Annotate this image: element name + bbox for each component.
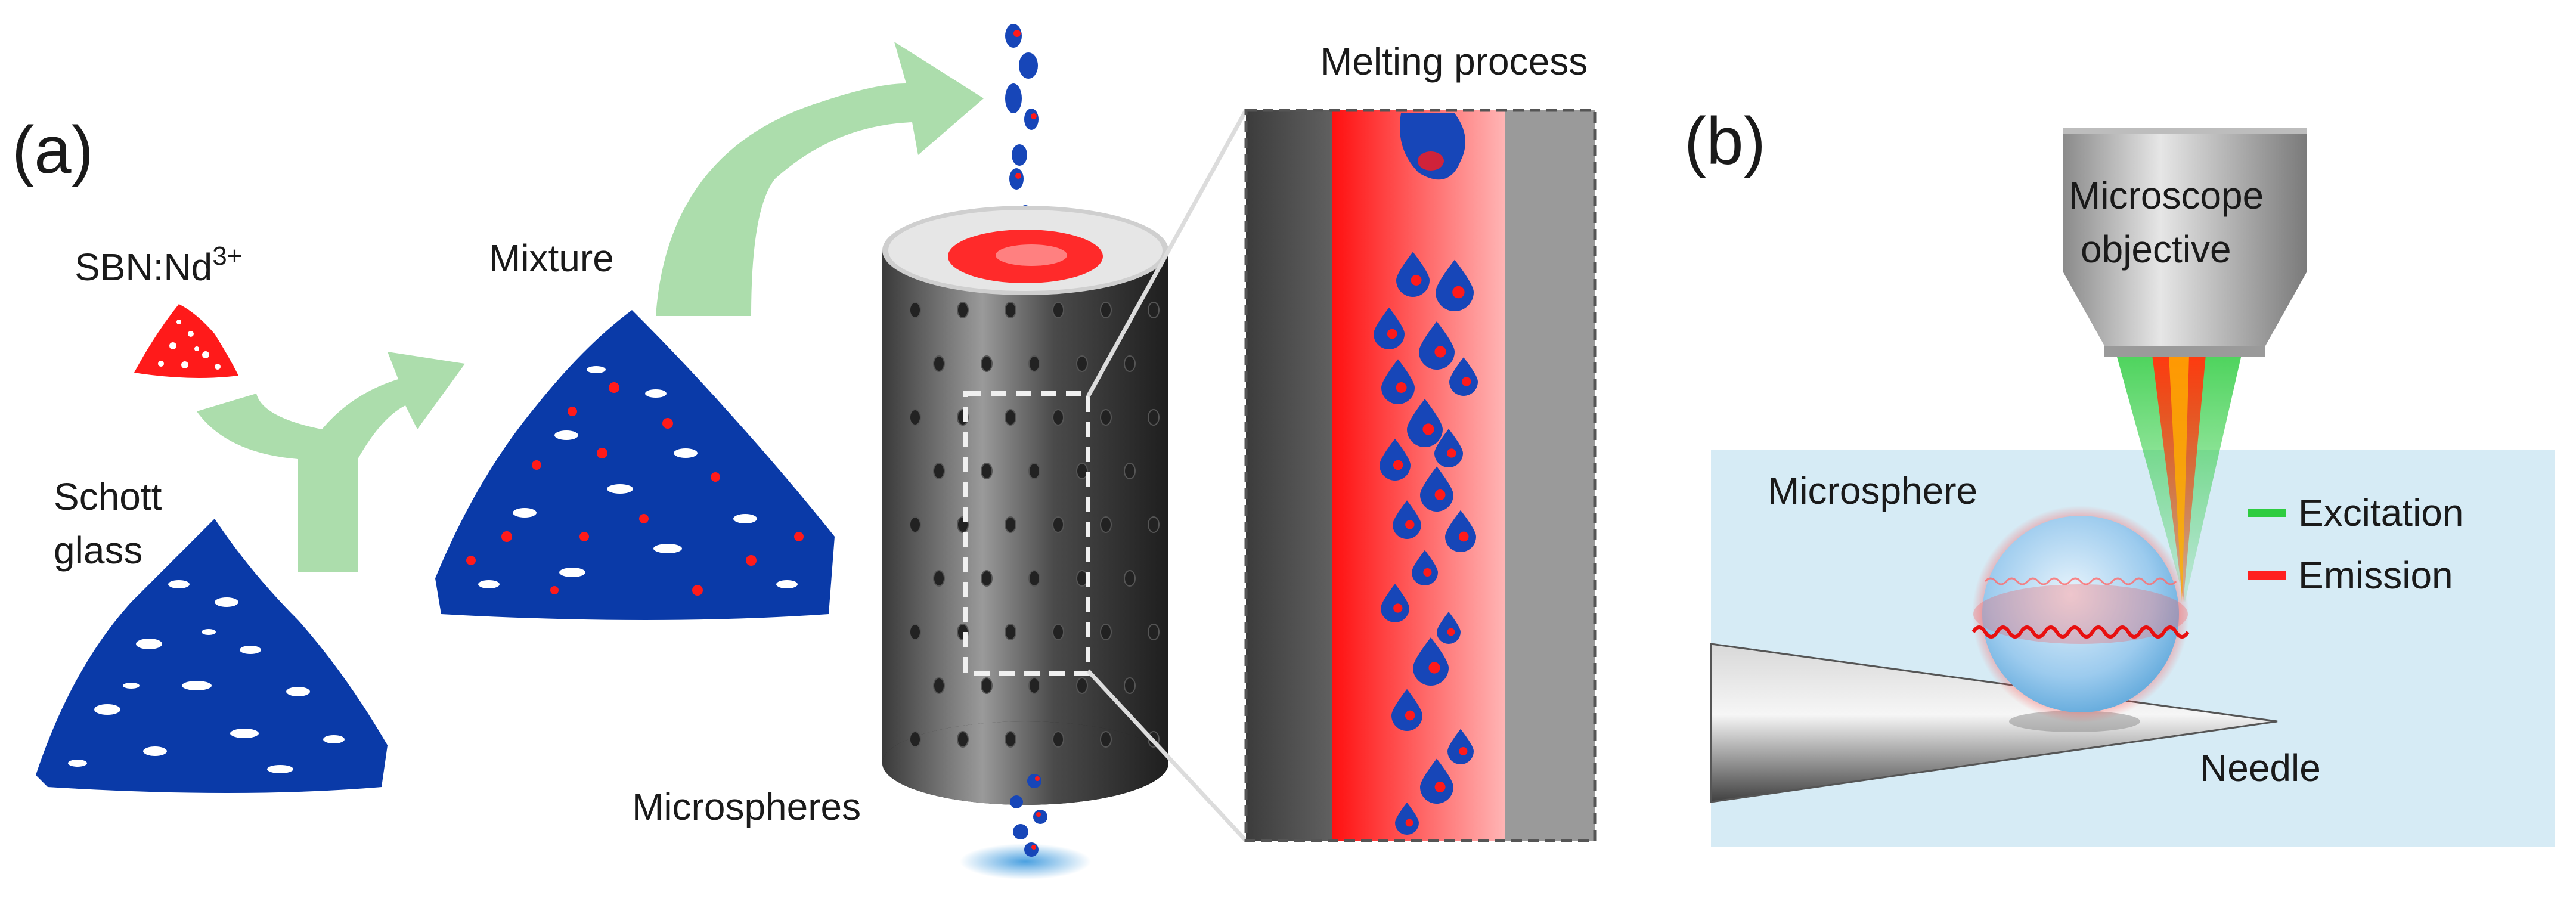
objective-label-line2: objective bbox=[2081, 228, 2231, 271]
microscope-objective-icon bbox=[2063, 128, 2307, 357]
panel-a: (a) SBN:Nd3+ Schott glass bbox=[12, 24, 1597, 879]
sbn-label: SBN:Nd3+ bbox=[75, 241, 242, 289]
panel-b-letter: (b) bbox=[1684, 104, 1766, 178]
transfer-arrow-icon bbox=[656, 42, 984, 316]
schott-label-line2: glass bbox=[54, 529, 142, 572]
excitation-beam bbox=[2116, 355, 2242, 602]
melting-zoom-panel bbox=[1244, 109, 1597, 842]
zoom-lines bbox=[1086, 109, 1248, 842]
schott-label-line1: Schott bbox=[54, 475, 162, 518]
needle-icon bbox=[1710, 643, 2278, 803]
panel-a-letter: (a) bbox=[12, 113, 94, 187]
needle-label: Needle bbox=[2200, 746, 2321, 789]
merge-arrow-icon bbox=[197, 352, 465, 572]
schott-glass-pile-icon bbox=[36, 519, 388, 793]
legend: Excitation Emission bbox=[2248, 491, 2463, 597]
objective-label-line1: Microscope bbox=[2069, 174, 2264, 217]
panel-b: (b) Microscope objective Microsphere Nee… bbox=[1684, 104, 2555, 847]
legend-excitation-label: Excitation bbox=[2298, 491, 2463, 534]
mixture-pile-icon bbox=[435, 310, 835, 620]
melting-process-label: Melting process bbox=[1320, 40, 1588, 83]
legend-emission-label: Emission bbox=[2298, 554, 2453, 597]
furnace-cylinder-icon bbox=[882, 206, 1168, 805]
microspheres-label: Microspheres bbox=[632, 785, 861, 828]
microsphere-label: Microsphere bbox=[1768, 469, 1977, 512]
sbn-powder-pile-icon bbox=[134, 304, 238, 378]
falling-microspheres bbox=[960, 774, 1091, 879]
microsphere-icon bbox=[1971, 506, 2190, 723]
mixture-label: Mixture bbox=[489, 237, 614, 280]
